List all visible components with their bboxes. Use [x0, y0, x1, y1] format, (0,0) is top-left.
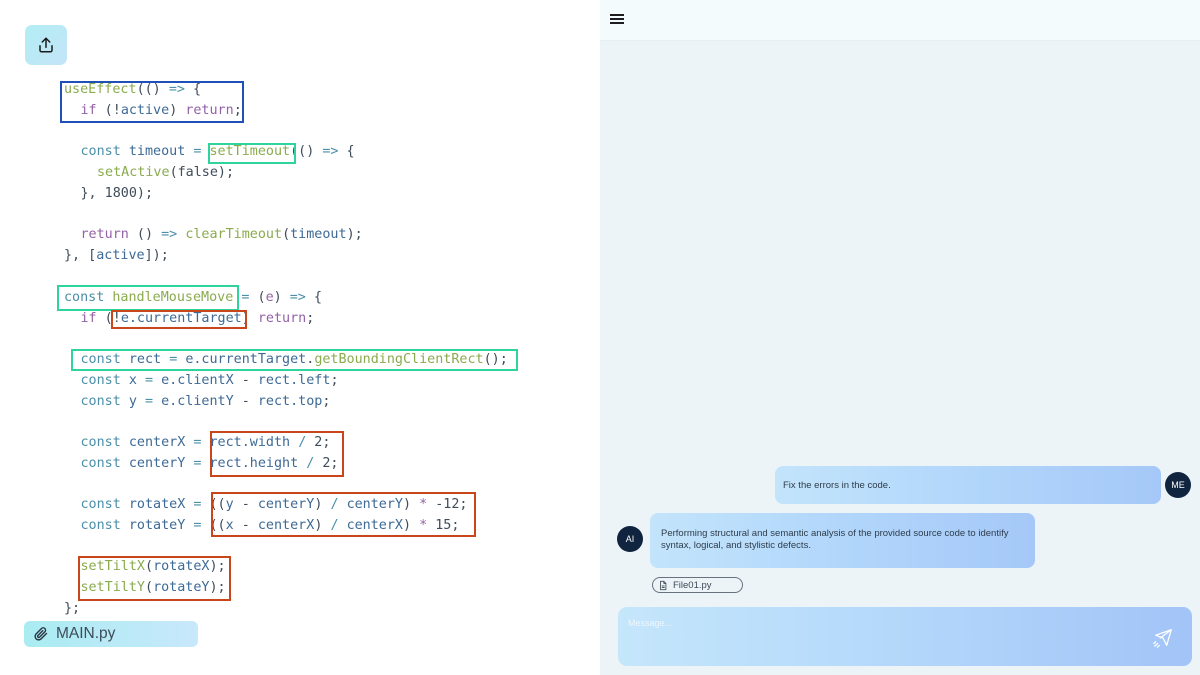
file-icon: [660, 580, 667, 590]
upload-icon: [39, 37, 53, 53]
code-line: setTiltX(rotateX);: [80, 559, 226, 574]
message-composer: [618, 607, 1192, 666]
code-line: };: [64, 601, 81, 616]
code-line: if (!active) return;: [80, 103, 242, 118]
send-icon: [1153, 629, 1172, 648]
user-avatar: ME: [1165, 472, 1191, 498]
hamburger-menu-icon[interactable]: [610, 14, 624, 26]
code-line: const x = e.clientX - rect.left;: [80, 373, 339, 388]
main-file-name: MAIN.py: [56, 625, 116, 642]
ai-message-text: Performing structural and semantic analy…: [661, 528, 1009, 551]
send-button[interactable]: [1152, 627, 1174, 649]
code-line: const y = e.clientY - rect.top;: [80, 394, 331, 409]
code-line: if (!e.currentTarget) return;: [80, 311, 315, 326]
code-line: useEffect(() => {: [64, 82, 202, 97]
code-line: const centerY = rect.height / 2;: [80, 456, 339, 471]
upload-button[interactable]: [25, 25, 67, 65]
chat-panel: Fix the errors in the code. ME AI Perfor…: [600, 0, 1200, 675]
code-panel: useEffect(() => { if (!active) return; con…: [24, 25, 518, 647]
ai-message: Performing structural and semantic analy…: [650, 513, 1035, 568]
user-message: Fix the errors in the code.: [775, 466, 1161, 504]
message-input[interactable]: [628, 615, 1128, 631]
code-line: }, 1800);: [80, 186, 154, 201]
code-line: const rotateY = ((x - centerX) / centerX…: [80, 518, 460, 533]
code-line: const rect = e.currentTarget.getBounding…: [80, 352, 508, 367]
code-line: const rotateX = ((y - centerY) / centerY…: [80, 497, 468, 512]
chat-header: [600, 0, 1200, 41]
file-attachment-chip[interactable]: File01.py: [652, 577, 743, 593]
code-line: setTiltY(rotateY);: [80, 580, 226, 595]
attachment-file-name: File01.py: [673, 579, 712, 591]
code-line: const handleMouseMove = (e) => {: [64, 290, 322, 305]
code-line: }, [active]);: [64, 248, 169, 263]
code-line: const centerX = rect.width / 2;: [80, 435, 331, 450]
ai-avatar: AI: [617, 526, 643, 552]
user-message-text: Fix the errors in the code.: [783, 480, 891, 491]
code-line: setActive(false);: [97, 165, 235, 180]
paperclip-icon: [34, 627, 48, 641]
code-line: const timeout = setTimeout(() => {: [80, 144, 355, 159]
main-file-tag[interactable]: MAIN.py: [24, 621, 198, 647]
code-line: return () => clearTimeout(timeout);: [80, 227, 363, 242]
